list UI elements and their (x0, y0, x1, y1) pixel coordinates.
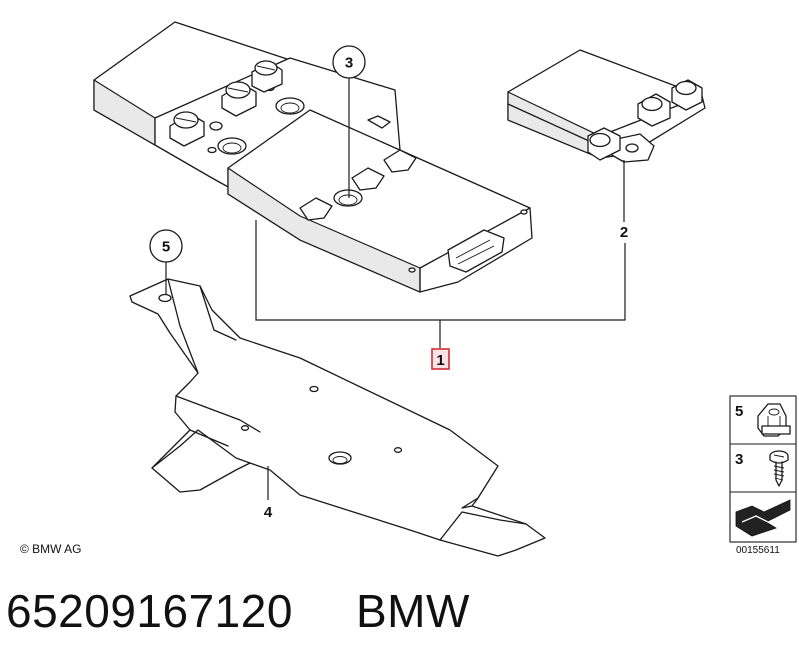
part-number: 65209167120 (6, 585, 293, 637)
legend-item-5-label: 5 (735, 403, 743, 420)
callout-1-highlight-box (432, 349, 449, 369)
screw-icon (769, 450, 789, 487)
bracket-hole-icon (158, 293, 172, 303)
hardware-legend: 5 3 (729, 395, 797, 543)
footer: 65209167120 BMW (0, 580, 799, 660)
antenna-connector-icon (169, 111, 205, 147)
bracket-part-4 (129, 278, 546, 557)
callout-1: 1 (431, 348, 450, 370)
callout-4: 4 (264, 504, 273, 521)
copyright-notice: © BMW AG (20, 542, 82, 556)
callout-2: 2 (620, 224, 628, 241)
small-module-part-2 (507, 49, 706, 222)
antenna-connector-icon (221, 81, 257, 117)
callout-4-label: 4 (264, 504, 273, 521)
callout-3-label: 3 (345, 55, 353, 72)
control-module-assembly (93, 21, 533, 293)
diagram-reference-number: 00155611 (736, 545, 780, 556)
part-1-group-leader (255, 220, 626, 348)
legend-item-3-label: 3 (735, 451, 743, 468)
antenna-connector-icon (251, 60, 283, 93)
callout-1-label: 1 (436, 352, 444, 369)
callout-5: 5 (149, 229, 183, 294)
brand-name: BMW (356, 585, 470, 637)
nut-icon (757, 403, 791, 437)
direction-arrow-icon (735, 499, 791, 537)
callout-2-label: 2 (620, 224, 628, 241)
callout-5-label: 5 (162, 239, 170, 256)
callout-3: 3 (332, 45, 366, 79)
